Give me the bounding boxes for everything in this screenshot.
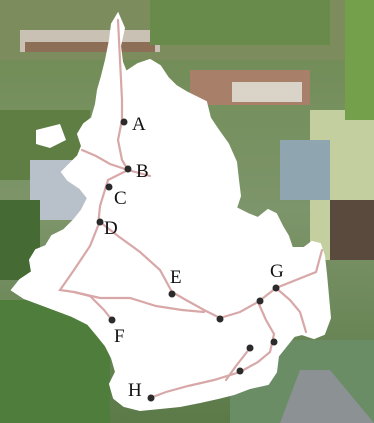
point-e-marker[interactable] <box>168 290 176 298</box>
junction-dot <box>270 338 278 346</box>
point-d[interactable]: D <box>96 218 118 239</box>
road-link <box>224 346 252 382</box>
point-h[interactable]: H <box>128 380 155 402</box>
point-a-label: A <box>132 114 146 135</box>
point-d-label: D <box>104 218 118 239</box>
junction-dot <box>256 297 264 305</box>
point-g[interactable]: G <box>270 261 284 292</box>
point-c-marker[interactable] <box>105 183 113 191</box>
point-a-marker[interactable] <box>120 118 128 126</box>
region-islet <box>36 124 66 148</box>
junction-dot <box>216 315 224 323</box>
point-g-marker[interactable] <box>272 284 280 292</box>
road-west <box>58 168 130 322</box>
junction-dot <box>236 367 244 375</box>
junction-dot <box>246 344 254 352</box>
point-a[interactable]: A <box>120 114 147 135</box>
road-south <box>148 300 276 400</box>
point-c-label: C <box>114 188 127 209</box>
point-b-marker[interactable] <box>124 165 132 173</box>
road-east <box>274 286 308 334</box>
road-central <box>98 220 324 320</box>
point-h-label: H <box>128 380 142 401</box>
region-outline <box>10 11 332 412</box>
point-d-marker[interactable] <box>96 218 104 226</box>
point-e[interactable]: E <box>168 267 182 298</box>
point-f-label: F <box>114 326 125 347</box>
map-points: A B C D E F G <box>96 114 284 402</box>
point-b[interactable]: B <box>124 161 149 182</box>
point-e-label: E <box>170 267 182 288</box>
point-f[interactable]: F <box>108 316 125 348</box>
road-branch <box>80 148 152 178</box>
point-f-marker[interactable] <box>108 316 116 324</box>
point-b-label: B <box>136 161 149 182</box>
point-g-label: G <box>270 261 284 282</box>
point-c[interactable]: C <box>105 183 127 210</box>
road-south-west <box>72 290 206 314</box>
point-h-marker[interactable] <box>147 394 155 402</box>
